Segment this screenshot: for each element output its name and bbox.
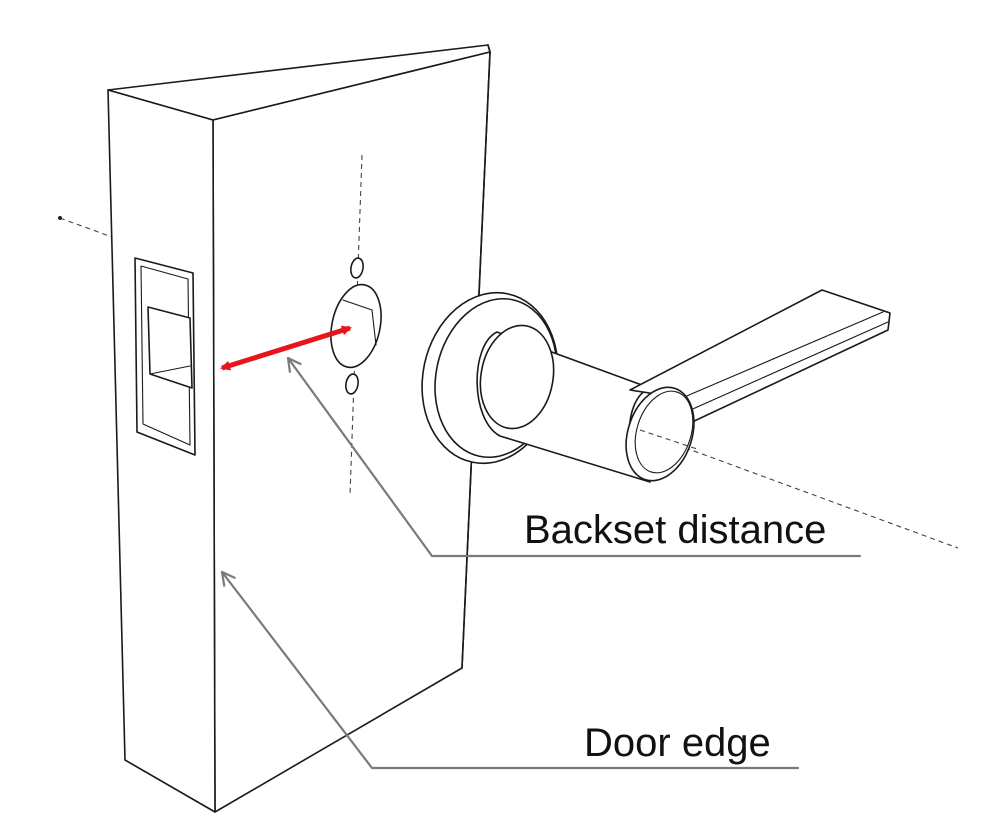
door-lever-handle	[421, 289, 891, 483]
door-edge-label: Door edge	[584, 721, 771, 765]
backset-arrow	[220, 325, 352, 371]
screw-hole-bottom	[345, 373, 359, 395]
centerline-vertical	[349, 154, 363, 496]
backset-label: Backset distance	[524, 508, 826, 552]
centerline-front-segment	[639, 429, 701, 451]
screw-hole-top	[350, 257, 364, 279]
centerline-end-dot	[58, 216, 62, 220]
backset-leader-line	[288, 358, 862, 558]
latch-mortise	[134, 257, 196, 456]
door-edge-leader-line	[222, 572, 800, 770]
